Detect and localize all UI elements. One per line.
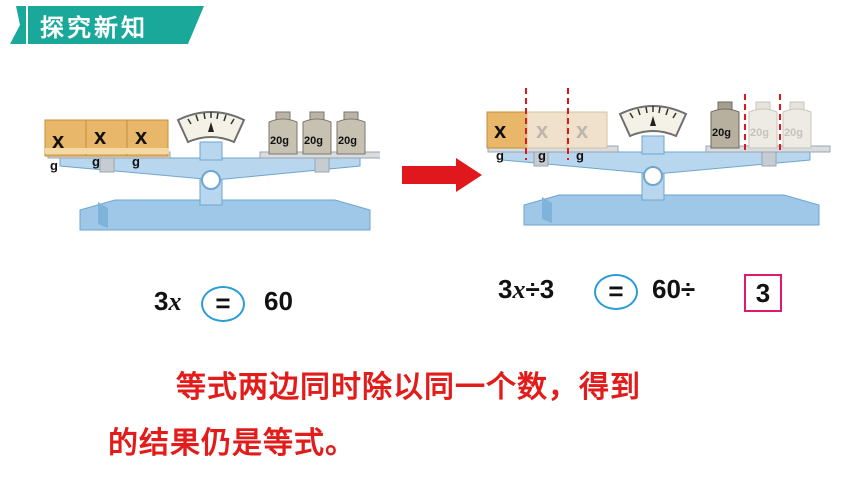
right-box-1-unit: g (496, 148, 504, 163)
right-weight-3-label: 20g (784, 127, 803, 139)
conclusion-line-1: 等式两边同时除以同一个数，得到 (176, 371, 641, 404)
right-box-1-label: x (494, 118, 507, 143)
left-balance-scale (47, 111, 380, 231)
right-eq-coef: 3 (498, 274, 513, 304)
right-equation-rhs: 60÷ (652, 274, 696, 304)
right-weight-1: 20g (710, 101, 740, 149)
left-weights: 20g 20g 20g (268, 111, 366, 155)
left-box-1-label: x (52, 128, 65, 153)
right-eq-op: ÷3 (525, 274, 555, 304)
right-weight-2-label: 20g (750, 127, 769, 139)
left-weight-2-label: 20g (304, 135, 323, 147)
left-equals-circle: = (201, 286, 245, 322)
left-equation-rhs: 60 (264, 286, 293, 316)
right-x-boxes: x x x g g g (486, 111, 608, 163)
conclusion-line-2: 的结果仍是等式。 (108, 427, 356, 460)
divider-lines (525, 88, 781, 160)
right-weight-3: 20g (782, 101, 812, 149)
left-box-3-unit: g (132, 154, 140, 169)
right-balance-scale (487, 105, 831, 226)
right-box-2-unit: g (538, 148, 546, 163)
left-eq-var: x (168, 287, 182, 316)
left-equation-lhs: 3x (154, 286, 181, 317)
right-equation-lhs: 3x÷3 (498, 274, 554, 305)
transform-arrow-icon (402, 158, 482, 192)
left-eq-coef: 3 (154, 286, 169, 316)
right-box-2-label: x (536, 118, 549, 143)
right-equals-circle: = (594, 274, 638, 310)
right-box-3-label: x (576, 118, 589, 143)
left-weight-2: 20g (302, 111, 332, 155)
left-box-2-unit: g (92, 154, 100, 169)
left-x-boxes: x x x g g g (44, 119, 169, 173)
header-banner (10, 6, 204, 44)
left-box-3-label: x (135, 124, 148, 149)
left-box-2-label: x (94, 124, 107, 149)
right-eq-var: x (512, 275, 526, 304)
answer-box: 3 (744, 274, 782, 312)
left-weight-1-label: 20g (270, 135, 289, 147)
header-title: 探究新知 (40, 15, 148, 42)
left-weight-3: 20g (336, 111, 366, 155)
left-box-1-unit: g (50, 158, 58, 173)
right-weight-1-label: 20g (712, 127, 731, 139)
right-weights: 20g 20g 20g (710, 101, 812, 149)
left-weight-3-label: 20g (338, 135, 357, 147)
left-weight-1: 20g (268, 111, 298, 155)
right-weight-2: 20g (748, 101, 778, 149)
right-box-3-unit: g (576, 148, 584, 163)
